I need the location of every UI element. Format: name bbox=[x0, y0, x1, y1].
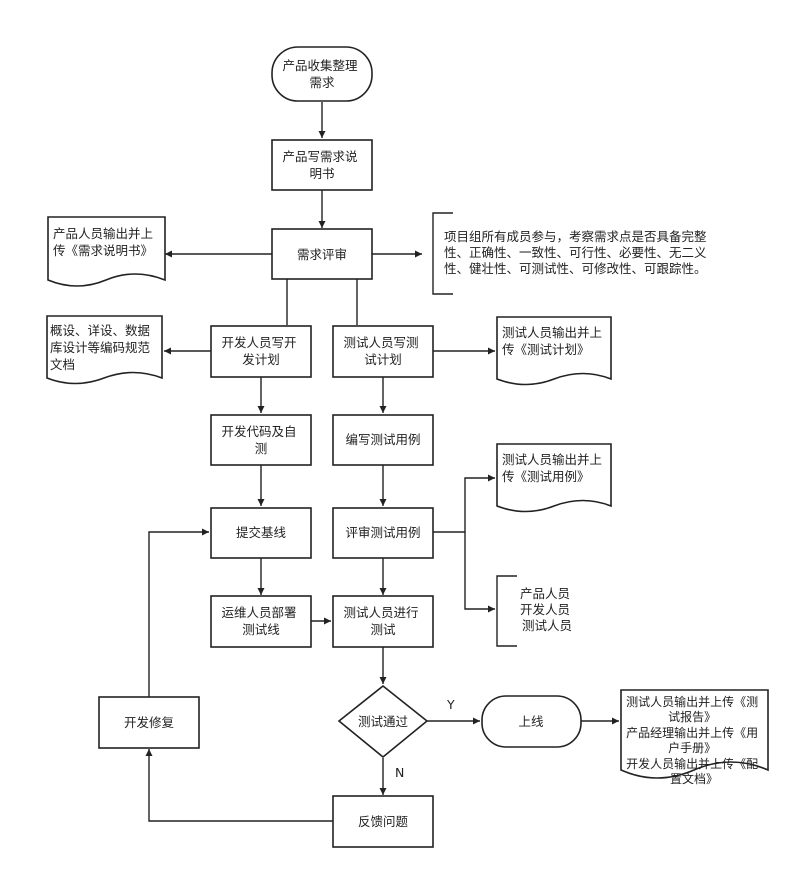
node-doc-cases-label: 测试人员输出并上 传《测试用例》 bbox=[502, 452, 606, 484]
node-collect-label: 产品收集整理 需求 bbox=[283, 58, 362, 90]
shapes bbox=[46, 46, 769, 848]
node-review-req-label: 需求评审 bbox=[297, 247, 347, 262]
node-online-label: 上线 bbox=[518, 714, 544, 729]
node-testing-label: 测试人员进行 测试 bbox=[344, 605, 423, 637]
node-submit-shape bbox=[210, 507, 312, 559]
review-note-bracket bbox=[432, 212, 453, 295]
node-dev-code-shape bbox=[210, 414, 312, 466]
node-test-plan-shape bbox=[332, 325, 434, 378]
edges bbox=[145, 102, 619, 822]
edge-label-no: N bbox=[395, 765, 404, 780]
node-pass-label: 测试通过 bbox=[358, 714, 409, 729]
node-dev-plan-label: 开发人员写开 发计划 bbox=[222, 335, 301, 367]
node-doc-req-shape bbox=[47, 216, 166, 287]
node-testing-shape bbox=[332, 595, 434, 648]
edge-review-cases-to-participants bbox=[464, 532, 495, 613]
labels: 产品收集整理 需求 产品写需求说 明书 需求评审 产品人员输出并上 传《需求说明… bbox=[50, 58, 762, 829]
node-write-req-shape bbox=[271, 139, 373, 191]
node-review-req-shape bbox=[271, 228, 373, 280]
edge-feedback-to-fix bbox=[145, 749, 333, 822]
node-fix-shape bbox=[98, 696, 200, 749]
node-doc-dev-shape bbox=[46, 315, 163, 385]
node-ops-deploy-shape bbox=[210, 595, 312, 648]
node-doc-req-label: 产品人员输出并上 传《需求说明书》 bbox=[53, 226, 157, 258]
node-review-cases-label: 评审测试用例 bbox=[345, 525, 420, 540]
node-doc-test-plan-label: 测试人员输出并上 传《测试计划》 bbox=[502, 325, 606, 357]
node-collect-shape bbox=[271, 46, 373, 102]
node-test-plan-label: 测试人员写测 试计划 bbox=[344, 335, 423, 367]
edge-label-yes: Y bbox=[446, 697, 455, 712]
edge-review-cases-to-doc bbox=[433, 474, 495, 533]
node-feedback-label: 反馈问题 bbox=[358, 814, 409, 829]
review-note-text: 项目组所有成员参与，考察需求点是否具备完整 性、正确性、一致性、可行性、必要性、… bbox=[444, 229, 711, 276]
edge-fix-to-submit bbox=[148, 528, 209, 697]
node-ops-deploy-label: 运维人员部署 测试线 bbox=[222, 605, 301, 637]
node-write-cases-shape bbox=[332, 414, 434, 466]
node-write-cases-label: 编写测试用例 bbox=[345, 432, 420, 447]
node-doc-cases-shape bbox=[496, 443, 612, 513]
node-dev-plan-shape bbox=[210, 325, 312, 378]
participants-bracket bbox=[496, 575, 517, 647]
node-fix-label: 开发修复 bbox=[124, 715, 175, 730]
node-doc-test-plan-shape bbox=[496, 316, 612, 386]
node-dev-code-label: 开发代码及自 测 bbox=[222, 424, 301, 456]
node-write-req-label: 产品写需求说 明书 bbox=[283, 149, 362, 181]
node-doc-final-label: 测试人员输出并上传《测 试报告》 产品经理输出并上传《用 户手册》 开发人员输出… bbox=[626, 694, 762, 786]
node-feedback-shape bbox=[332, 795, 434, 848]
node-review-cases-shape bbox=[332, 507, 434, 559]
node-submit-label: 提交基线 bbox=[236, 525, 287, 540]
node-doc-dev-label: 概设、详设、数据 库设计等编码规范 文档 bbox=[50, 323, 154, 372]
node-doc-final-shape bbox=[620, 689, 769, 779]
node-online-shape bbox=[481, 695, 582, 748]
participants-text: 产品人员 开发人员 测试人员 bbox=[520, 586, 574, 633]
node-pass-shape bbox=[337, 684, 429, 759]
